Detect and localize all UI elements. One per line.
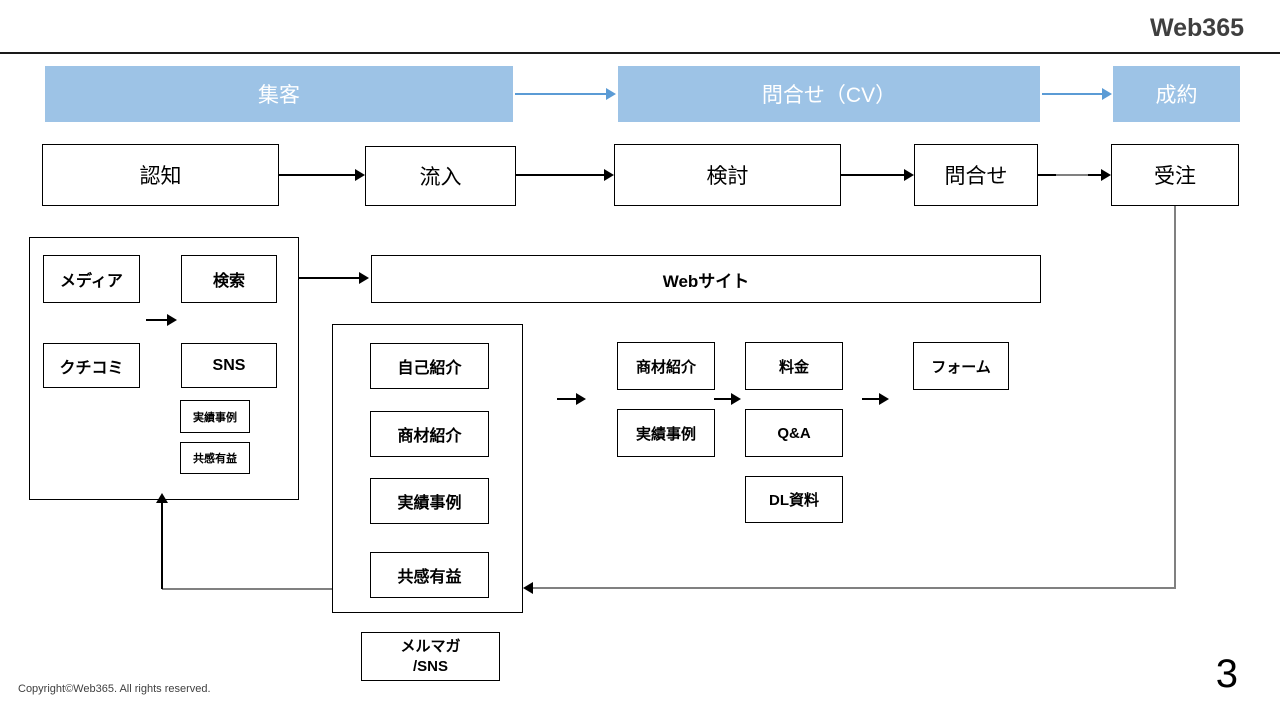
detail-dl-materials: DL資料 <box>745 476 843 523</box>
source-search: 検索 <box>181 255 277 303</box>
arrow-sources-inner-head <box>167 314 177 326</box>
followup-line1: メルマガ <box>400 638 461 655</box>
detail-case-studies: 実績事例 <box>617 409 715 457</box>
content-case-studies: 実績事例 <box>370 478 489 524</box>
source-case-studies: 実績事例 <box>180 400 250 433</box>
stage-attract: 集客 <box>45 66 513 122</box>
arrow-contents-step1-head <box>576 393 586 405</box>
arrow-contents-step3-head <box>879 393 889 405</box>
funnel-inquiry: 問合せ <box>914 144 1038 206</box>
arrow-contents-step1-line <box>557 398 576 400</box>
stage-inquiry-cv: 問合せ（CV） <box>618 66 1040 122</box>
page-number: 3 <box>1215 652 1238 696</box>
arrow-inquiry-to-close-head <box>1102 88 1112 100</box>
page-title: Web365 <box>1149 14 1244 42</box>
header-divider <box>0 52 1280 54</box>
arrow-awareness-to-inflow-line <box>279 174 356 176</box>
arrow-contents-step2-head <box>731 393 741 405</box>
arrow-sources-to-website-line <box>299 277 360 279</box>
funnel-awareness: 認知 <box>42 144 279 206</box>
feedback-order-down-line <box>1174 206 1176 588</box>
content-empathy-value: 共感有益 <box>370 552 489 598</box>
arrow-sources-to-website-head <box>359 272 369 284</box>
feedback-left-horizontal-line <box>162 588 332 590</box>
arrow-consideration-to-inquiry-head <box>904 169 914 181</box>
content-self-intro: 自己紹介 <box>370 343 489 389</box>
arrow-sources-inner-line <box>146 319 168 321</box>
funnel-inflow: 流入 <box>365 146 516 206</box>
detail-product-intro: 商材紹介 <box>617 342 715 390</box>
arrow-attract-to-inquiry-line <box>515 93 607 95</box>
source-word-of-mouth: クチコミ <box>43 343 140 388</box>
feedback-right-horizontal-line <box>531 587 1176 589</box>
detail-qa: Q&A <box>745 409 843 457</box>
arrow-inquiry-to-close-line <box>1042 93 1103 95</box>
funnel-order: 受注 <box>1111 144 1239 206</box>
website-box: Webサイト <box>371 255 1041 303</box>
arrow-contents-step2-line <box>714 398 732 400</box>
arrow-awareness-to-inflow-head <box>355 169 365 181</box>
detail-pricing: 料金 <box>745 342 843 390</box>
copyright-text: Copyright©Web365. All rights reserved. <box>18 683 211 695</box>
feedback-into-sources-head <box>156 493 168 503</box>
followup-newsletter-sns: メルマガ /SNS <box>361 632 500 681</box>
content-product-intro: 商材紹介 <box>370 411 489 457</box>
feedback-up-line <box>161 503 163 589</box>
source-empathy-value: 共感有益 <box>180 442 250 474</box>
arrow-inflow-to-consideration-head <box>604 169 614 181</box>
arrow-consideration-to-inquiry-line <box>841 174 905 176</box>
arrow-inflow-to-consideration-line <box>516 174 604 176</box>
followup-line2: /SNS <box>412 657 448 675</box>
funnel-consideration: 検討 <box>614 144 841 206</box>
detail-form: フォーム <box>913 342 1009 390</box>
feedback-into-contents-head <box>523 582 533 594</box>
arrow-attract-to-inquiry-head <box>606 88 616 100</box>
arrow-contents-step3-line <box>862 398 880 400</box>
arrow-inquiry-to-order-head <box>1101 169 1111 181</box>
stage-close: 成約 <box>1113 66 1240 122</box>
arrow-inquiry-to-order-gray-segment <box>1056 174 1088 176</box>
source-sns: SNS <box>181 343 277 388</box>
source-media: メディア <box>43 255 140 303</box>
